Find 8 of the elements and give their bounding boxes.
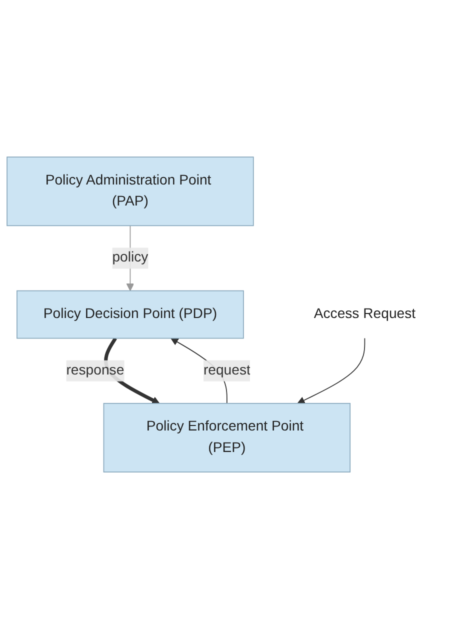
arrow — [297, 338, 366, 404]
node-box: Policy Administration Point (PAP) — [6, 157, 254, 227]
node-box: Policy Decision Point (PDP) — [16, 290, 244, 340]
edge-label: policy — [112, 250, 148, 266]
edge-label: response — [66, 363, 124, 378]
edge-label: request — [203, 363, 250, 378]
node-box: Policy Enforcement Point (PEP) — [103, 403, 351, 473]
node-text: Access Request — [314, 307, 416, 322]
